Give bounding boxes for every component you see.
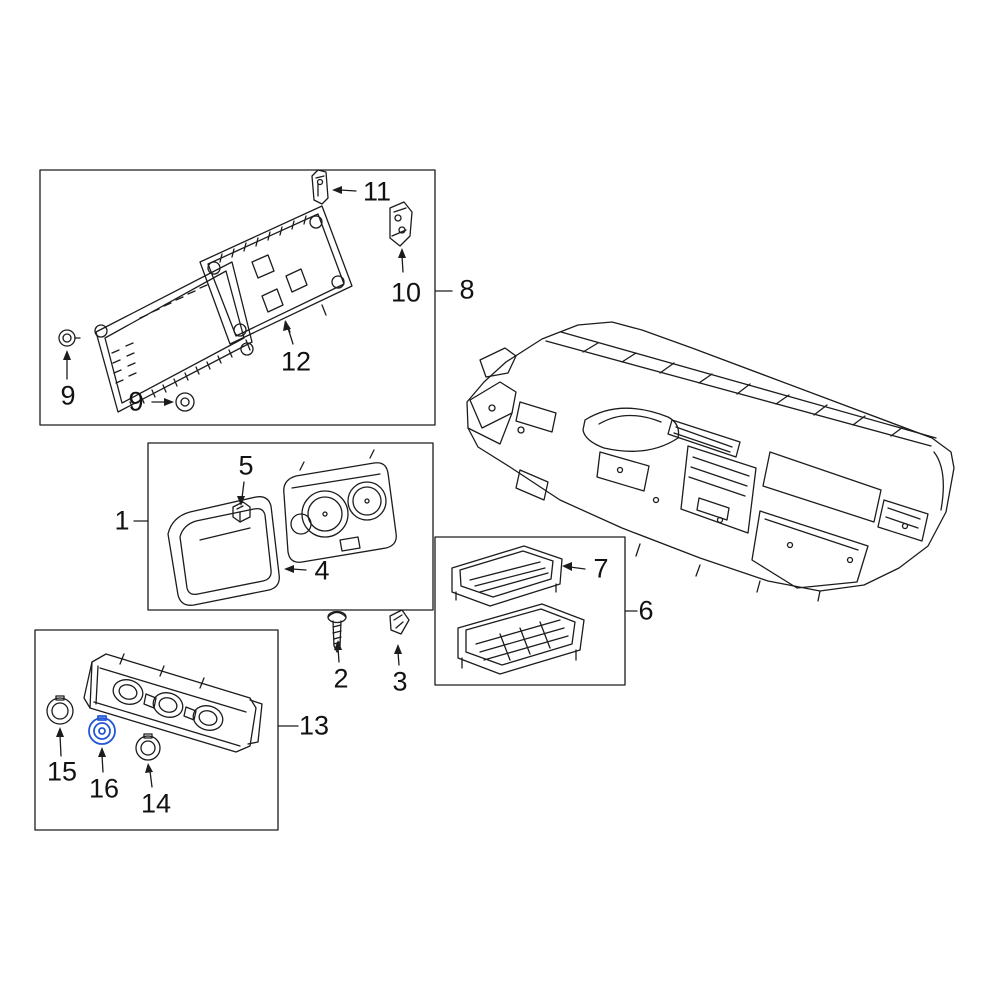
leader-c15 — [59, 734, 62, 757]
callout-14[interactable]: 14 — [140, 788, 172, 819]
instrument-panel-art — [466, 321, 955, 602]
callout-1[interactable]: 1 — [114, 505, 130, 536]
callout-12[interactable]: 12 — [280, 346, 312, 377]
group-box-climate — [34, 629, 279, 831]
callout-16[interactable]: 16 — [88, 773, 120, 804]
clip-part-3 — [389, 609, 410, 635]
leader-c2 — [337, 647, 340, 663]
group-box-radio — [39, 169, 436, 426]
callout-5[interactable]: 5 — [238, 450, 254, 481]
knob-part-15 — [46, 695, 74, 725]
leader-c10 — [401, 255, 404, 273]
control-panel-part-13 — [83, 653, 263, 753]
bracket-part-11 — [311, 169, 329, 205]
leader-c3 — [397, 651, 400, 666]
leader-c12 — [287, 327, 294, 345]
box-cluster-outline — [147, 442, 434, 611]
callout-9-right[interactable]: 9 — [128, 386, 144, 417]
callout-2[interactable]: 2 — [333, 663, 349, 694]
leader-c7 — [569, 566, 586, 570]
screw-part-2 — [327, 610, 347, 653]
box-radio-outline — [39, 169, 436, 426]
callout-7[interactable]: 7 — [593, 553, 609, 584]
rear-panel-part-12 — [199, 205, 353, 351]
leader-lines — [56, 186, 638, 788]
gauge-cluster — [283, 449, 397, 563]
clip-part-5 — [232, 501, 251, 523]
leader-c5 — [241, 481, 245, 499]
callout-11[interactable]: 11 — [362, 176, 392, 207]
callout-8[interactable]: 8 — [459, 274, 475, 305]
bezel-part-4 — [167, 496, 280, 606]
box-climate-outline — [34, 629, 279, 831]
leader-c11 — [339, 189, 357, 192]
callout-3[interactable]: 3 — [392, 666, 408, 697]
bracket-part-10 — [389, 201, 413, 247]
knob-part-9-right — [175, 392, 195, 412]
group-box-cluster — [147, 442, 434, 611]
knob-part-9-left — [58, 329, 81, 347]
callout-9-left[interactable]: 9 — [60, 380, 76, 411]
callout-15[interactable]: 15 — [46, 756, 78, 787]
tray-part-6 — [457, 603, 585, 675]
callout-6[interactable]: 6 — [638, 595, 654, 626]
callout-4[interactable]: 4 — [314, 555, 330, 586]
leader-c16 — [101, 754, 104, 773]
tray-part-7 — [451, 545, 563, 607]
callout-13[interactable]: 13 — [298, 710, 330, 741]
callout-10[interactable]: 10 — [390, 277, 422, 308]
front-display-unit — [94, 261, 254, 413]
knob-part-16-highlighted[interactable] — [88, 715, 116, 745]
knob-part-14 — [135, 733, 161, 761]
leader-c14 — [149, 770, 153, 788]
leader-c4 — [291, 568, 307, 571]
